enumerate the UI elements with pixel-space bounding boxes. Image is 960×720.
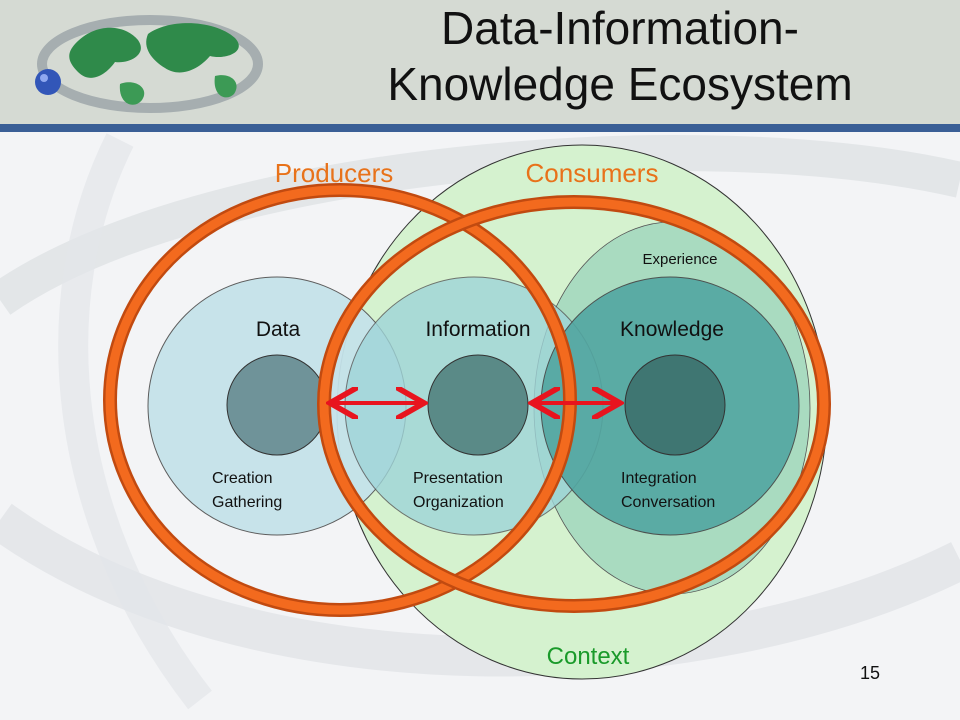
data-label: Data bbox=[256, 318, 301, 341]
knowledge-label: Knowledge bbox=[620, 318, 724, 341]
consumers-ring-inner bbox=[319, 197, 829, 611]
data-core bbox=[226, 354, 328, 456]
context-label: Context bbox=[547, 643, 630, 670]
knowledge-activity-1: Integration bbox=[621, 470, 697, 487]
producers-label: Producers bbox=[275, 158, 394, 188]
data-activity-2: Gathering bbox=[212, 494, 282, 511]
information-label: Information bbox=[425, 318, 530, 341]
knowledge-activity-2: Conversation bbox=[621, 494, 715, 511]
knowledge-core bbox=[624, 354, 726, 456]
information-activity-2: Organization bbox=[413, 494, 504, 511]
slide-title-line-2: Knowledge Ecosystem bbox=[387, 58, 853, 110]
slide-title: Data-Information- Knowledge Ecosystem bbox=[280, 0, 960, 112]
slide-title-line-1: Data-Information- bbox=[441, 2, 799, 54]
globe-logo-icon bbox=[35, 15, 263, 113]
data-activity-1: Creation bbox=[212, 470, 272, 487]
experience-label: Experience bbox=[642, 251, 717, 268]
header-divider bbox=[0, 124, 960, 132]
information-core bbox=[427, 354, 529, 456]
consumers-label: Consumers bbox=[526, 158, 659, 188]
information-activity-1: Presentation bbox=[413, 470, 503, 487]
page-number: 15 bbox=[859, 663, 881, 683]
